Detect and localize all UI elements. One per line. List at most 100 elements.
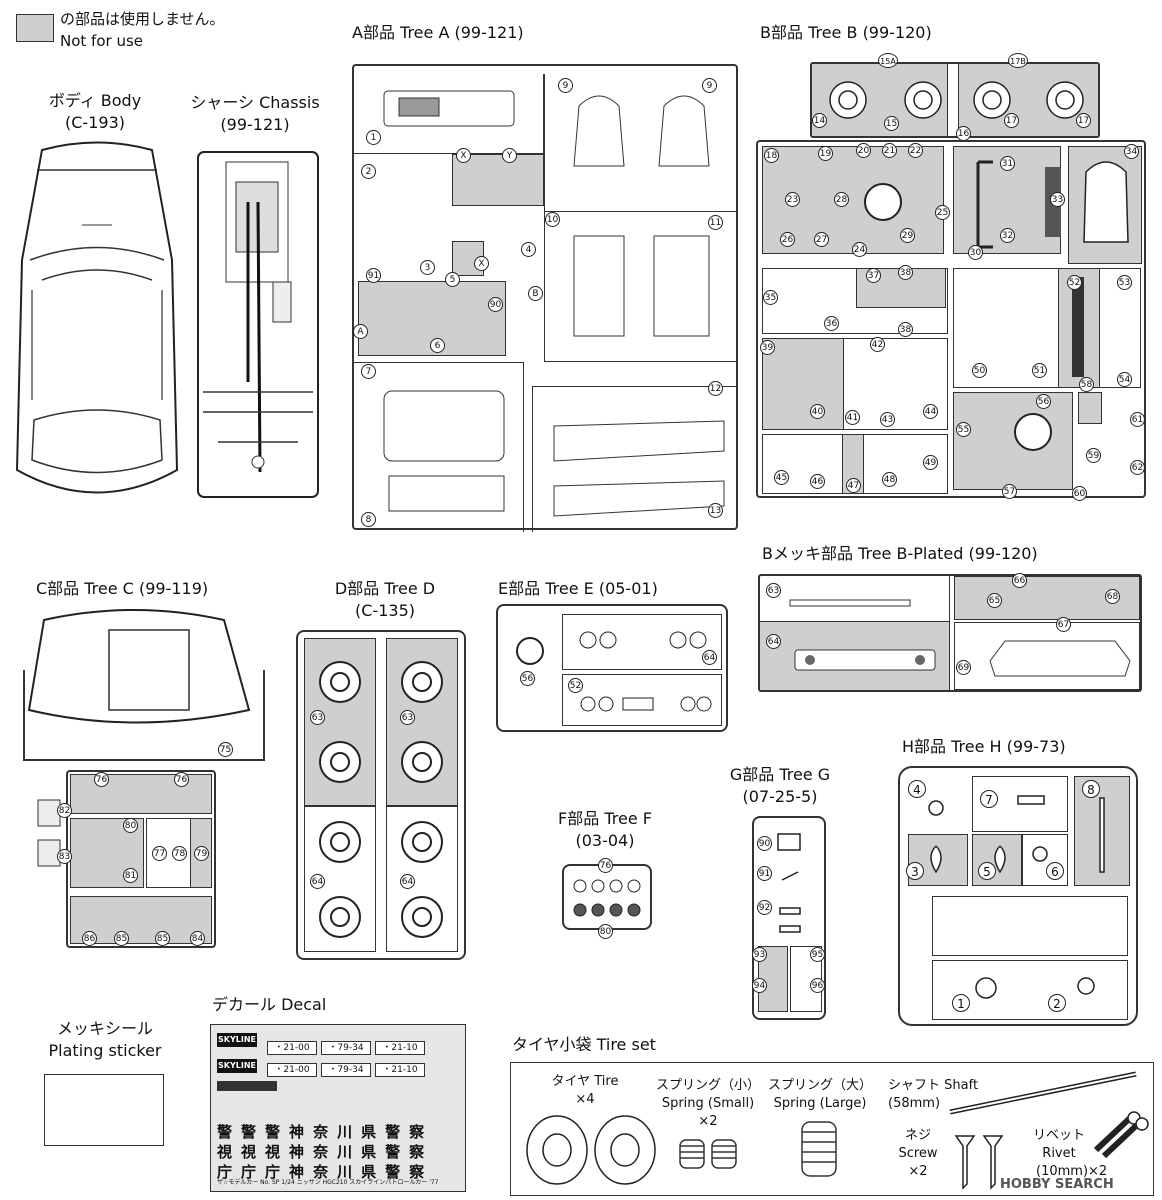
- tree-b-plated-part-66: 66: [1012, 573, 1027, 588]
- tree-b-part-58: 58: [1079, 377, 1094, 392]
- tree-b-part-30: 30: [968, 245, 983, 260]
- tree-c-part-81: 81: [123, 868, 138, 883]
- tree-b-part-26: 26: [780, 232, 795, 247]
- decal-plate-5: ・79-34: [321, 1063, 371, 1077]
- tree-c-part-75: 75: [218, 742, 233, 757]
- tree-a-part-x1: X: [456, 148, 471, 163]
- tree-a-part-4: 4: [521, 242, 536, 257]
- spring-small-jp: スプリング（小）: [655, 1078, 760, 1093]
- chassis-drawing: [197, 151, 319, 498]
- tree-a-part-3: 3: [420, 260, 435, 275]
- tree-a-title: A部品 Tree A (99-121): [352, 23, 524, 42]
- tree-b-part-22: 22: [908, 143, 923, 158]
- tree-a-part-90: 90: [488, 297, 503, 312]
- tree-c-lower-frame: [66, 770, 216, 948]
- decal-row-3: 庁庁庁神奈川県警察: [217, 1163, 434, 1181]
- screw-icon: [954, 1135, 1004, 1190]
- tree-h-part-3: 3: [906, 862, 924, 880]
- legend-text-en: Not for use: [60, 32, 143, 50]
- tree-b-part-48: 48: [882, 472, 897, 487]
- tree-g-title: G部品 Tree G: [729, 765, 831, 784]
- tree-b-top-wheels: [810, 62, 1100, 138]
- tree-b-part-46: 46: [810, 474, 825, 489]
- tree-b-part-47: 47: [846, 478, 861, 493]
- sticker-title-en: Plating sticker: [48, 1041, 162, 1060]
- decal-skyline-2: SKYLINE: [217, 1059, 257, 1073]
- rivet-qty: (10mm)×2: [1036, 1164, 1108, 1179]
- tree-h-part-8: 8: [1082, 780, 1100, 798]
- tree-b-part-59: 59: [1086, 448, 1101, 463]
- tree-b-part-21: 21: [882, 143, 897, 158]
- spring-large-en: Spring (Large): [773, 1096, 867, 1111]
- tree-b-plated-part-68: 68: [1105, 589, 1120, 604]
- tree-d-frame: [296, 630, 466, 960]
- tree-f-title: F部品 Tree F: [558, 809, 652, 828]
- tree-f-part-76: 76: [598, 858, 613, 873]
- tree-h-part-7: 7: [980, 790, 998, 808]
- rivet-icon: [1093, 1111, 1149, 1159]
- tree-a-part-y: Y: [502, 148, 517, 163]
- tree-b-part-61: 61: [1130, 412, 1145, 427]
- tire-drawing: [526, 1115, 656, 1185]
- tree-b-part-49: 49: [923, 455, 938, 470]
- tree-d-title: D部品 Tree D: [334, 579, 436, 598]
- tree-b-part-17c: 17: [1076, 113, 1091, 128]
- tree-b-part-50: 50: [972, 363, 987, 378]
- tree-a-part-8: 8: [361, 512, 376, 527]
- decal-footer: ザ☆モデルカー No. SP 1/24 ニッサン HGC210 スカイラインパト…: [217, 1179, 439, 1186]
- tree-f-frame: [562, 864, 652, 930]
- tree-b-part-24: 24: [852, 242, 867, 257]
- tree-a-frame: [352, 64, 738, 532]
- screw-qty: ×2: [908, 1164, 928, 1179]
- decal-plate-4: ・21-00: [267, 1063, 317, 1077]
- body-code: (C-193): [65, 113, 125, 132]
- tree-f-code: (03-04): [575, 831, 635, 850]
- tree-b-plated-part-64: 64: [766, 634, 781, 649]
- tree-b-part-55: 55: [956, 422, 971, 437]
- tree-b-part-40: 40: [810, 404, 825, 419]
- tree-c-part-85b: 85: [155, 931, 170, 946]
- tree-c-part-86: 86: [82, 931, 97, 946]
- tree-b-part-15: 15: [884, 116, 899, 131]
- tree-a-part-1: 1: [366, 130, 381, 145]
- tree-b-part-42: 42: [870, 337, 885, 352]
- tree-b-part-33: 33: [1050, 192, 1065, 207]
- tree-b-part-28: 28: [834, 192, 849, 207]
- tree-b-part-34: 34: [1124, 144, 1139, 159]
- tree-a-part-9a: 9: [558, 78, 573, 93]
- tree-b-part-23: 23: [785, 192, 800, 207]
- screw-jp: ネジ: [904, 1128, 931, 1143]
- tree-a-gate-b: B: [528, 286, 543, 301]
- tree-b-part-38b: 38: [898, 322, 913, 337]
- body-title: ボディ Body: [48, 91, 142, 110]
- tree-b-part-17b: 17B: [1008, 53, 1028, 68]
- tree-a-part-91: 91: [366, 268, 381, 283]
- tree-b-part-14: 14: [812, 113, 827, 128]
- tree-c-part-84: 84: [190, 931, 205, 946]
- tree-c-part-79: 79: [194, 846, 209, 861]
- tire-qty: ×4: [575, 1092, 595, 1107]
- shaft-label: シャフト Shaft: [888, 1078, 979, 1093]
- tree-a-part-12: 12: [708, 381, 723, 396]
- tree-d-part-63a: 63: [310, 710, 325, 725]
- not-for-use-swatch: [16, 14, 54, 42]
- tree-c-part-76b: 76: [174, 772, 189, 787]
- tree-b-part-60: 60: [1072, 486, 1087, 501]
- tree-g-part-92: 92: [757, 900, 772, 915]
- tireset-box: [510, 1062, 1154, 1196]
- tree-h-part-2: 2: [1048, 994, 1066, 1012]
- decal-row-2: 視視視神奈川県警察: [217, 1143, 434, 1161]
- decal-stripe: [217, 1081, 277, 1091]
- legend-text-jp: の部品は使用しません。: [60, 10, 225, 28]
- tree-a-part-x2: X: [474, 256, 489, 271]
- tree-b-part-36: 36: [824, 316, 839, 331]
- tree-b-part-16: 16: [956, 126, 971, 141]
- tree-b-part-43: 43: [880, 412, 895, 427]
- tree-b-part-18: 18: [764, 148, 779, 163]
- tree-c-runner: [23, 609, 265, 761]
- tree-b-part-25: 25: [935, 205, 950, 220]
- tree-b-part-54: 54: [1117, 372, 1132, 387]
- car-body-drawing: [15, 141, 179, 494]
- tree-e-title: E部品 Tree E (05-01): [498, 579, 658, 598]
- screw-en: Screw: [898, 1146, 938, 1161]
